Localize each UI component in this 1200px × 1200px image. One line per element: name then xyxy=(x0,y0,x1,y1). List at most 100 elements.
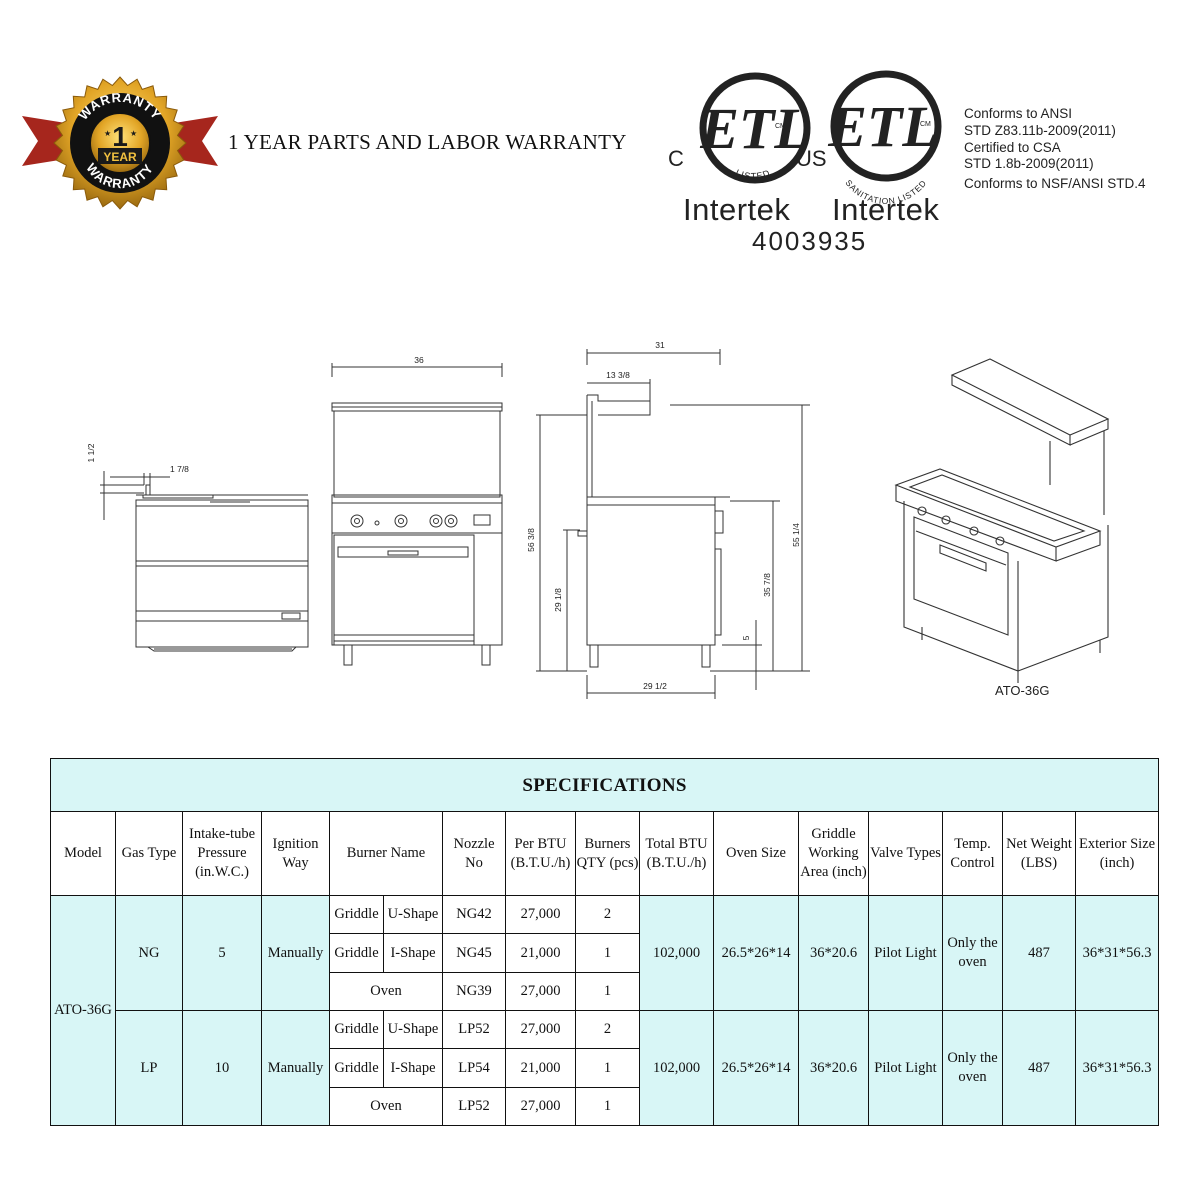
side-profile-drawing xyxy=(100,471,309,652)
star-icon: ★ xyxy=(130,129,137,138)
conformance-line: STD Z83.11b-2009(2011) xyxy=(964,122,1116,138)
cell-temp: Only the oven xyxy=(942,895,1003,1012)
cell-qty: 1 xyxy=(575,933,640,973)
cell-valve: Pilot Light xyxy=(868,1010,943,1126)
dim-shelf-depth: 13 3/8 xyxy=(606,370,630,380)
header-oven-size: Oven Size xyxy=(713,811,799,897)
cell-gas-type: LP xyxy=(115,1010,183,1126)
dim-side-top-offset: 1 7/8 xyxy=(170,464,189,474)
cell-per-btu: 21,000 xyxy=(505,933,576,973)
dim-overall-height: 56 3/8 xyxy=(526,528,536,552)
cell-total-btu: 102,000 xyxy=(639,895,714,1012)
cell-nozzle: LP52 xyxy=(442,1010,506,1050)
header-model: Model xyxy=(50,811,116,897)
header-pressure: Intake-tube Pressure (in.W.C.) xyxy=(182,811,262,897)
cell-burner-a: Griddle xyxy=(329,1010,384,1050)
cell-exterior: 36*31*56.3 xyxy=(1074,895,1160,1012)
cell-burner-b: U-Shape xyxy=(383,1010,443,1050)
front-view-drawing xyxy=(331,363,503,666)
svg-text:CM: CM xyxy=(775,123,786,130)
dim-depth-total: 31 xyxy=(655,340,665,350)
svg-text:ETL: ETL xyxy=(699,96,810,161)
header-valve: Valve Types xyxy=(868,811,943,897)
cell-ignition: Manually xyxy=(261,1010,330,1126)
header-total-btu: Total BTU (B.T.U./h) xyxy=(639,811,714,897)
dim-oven-height: 29 1/8 xyxy=(553,588,563,612)
cell-exterior: 36*31*56.3 xyxy=(1074,1010,1160,1126)
cell-per-btu: 21,000 xyxy=(505,1048,576,1088)
table-row: LP 10 Manually Griddle U-Shape LP52 27,0… xyxy=(51,1010,1160,1126)
cell-nozzle: NG42 xyxy=(442,895,506,935)
canada-mark: C xyxy=(668,146,684,171)
cell-burner-b: I-Shape xyxy=(383,933,443,973)
header-ignition: Ignition Way xyxy=(261,811,330,897)
cell-oven-size: 26.5*26*14 xyxy=(713,895,799,1012)
conformance-line: Conforms to ANSI xyxy=(964,106,1073,121)
cell-temp: Only the oven xyxy=(942,1010,1003,1126)
cell-burner: Oven xyxy=(329,1086,443,1127)
svg-text:LISTED: LISTED xyxy=(734,167,772,181)
table-header-row: Model Gas Type Intake-tube Pressure (in.… xyxy=(50,811,1160,897)
dim-body-depth: 29 1/2 xyxy=(643,681,667,691)
certification-control-number: 4003935 xyxy=(752,226,868,256)
cell-nozzle: LP54 xyxy=(442,1048,506,1088)
cell-burner-a: Griddle xyxy=(329,1048,384,1088)
cell-per-btu: 27,000 xyxy=(505,1086,576,1127)
table-row: Griddle I-Shape LP54 21,000 1 xyxy=(51,1048,1159,1088)
seal-number: 1 xyxy=(112,121,128,152)
header-burner-name: Burner Name xyxy=(329,811,443,897)
svg-text:CM: CM xyxy=(920,121,931,128)
dim-work-height: 35 7/8 xyxy=(762,573,772,597)
cell-griddle-area: 36*20.6 xyxy=(798,895,869,1012)
cell-griddle-area: 36*20.6 xyxy=(798,1010,869,1126)
cell-gas-type: NG xyxy=(115,895,183,1012)
cell-total-btu: 102,000 xyxy=(639,1010,714,1126)
conformance-line: Conforms to NSF/ANSI STD.4 xyxy=(964,176,1146,192)
dim-front-width: 36 xyxy=(414,355,424,365)
header-burners-qty: Burners QTY (pcs) xyxy=(575,811,640,897)
cell-qty: 2 xyxy=(575,895,640,935)
cell-burner-a: Griddle xyxy=(329,895,384,935)
warranty-seal-logo: WARRANTY WARRANTY 1 YEAR ★ ★ xyxy=(22,76,218,210)
cell-per-btu: 27,000 xyxy=(505,895,576,935)
etl-certification-marks: ETL CM LISTED C US ETL CM SANITATION LIS… xyxy=(668,70,942,206)
conformance-statements: Conforms to ANSI STD Z83.11b-2009(2011) … xyxy=(964,106,1146,193)
side-view-drawing xyxy=(536,349,810,699)
dim-leg-height: 5 xyxy=(741,635,751,640)
cell-qty: 1 xyxy=(575,971,640,1012)
cell-qty: 1 xyxy=(575,1086,640,1127)
cell-weight: 487 xyxy=(1002,1010,1076,1126)
cell-burner-b: U-Shape xyxy=(383,895,443,935)
cell-nozzle: NG45 xyxy=(442,933,506,973)
seal-unit: YEAR xyxy=(103,150,137,164)
table-title: SPECIFICATIONS xyxy=(49,757,1160,813)
cell-qty: 1 xyxy=(575,1048,640,1088)
cell-nozzle: LP52 xyxy=(442,1086,506,1127)
us-mark: US xyxy=(796,146,827,171)
cell-ignition: Manually xyxy=(261,895,330,1012)
dim-height-alt: 55 1/4 xyxy=(791,523,801,547)
header-per-btu: Per BTU (B.T.U./h) xyxy=(505,811,576,897)
cell-weight: 487 xyxy=(1002,895,1076,1012)
etl-listed-logo: ETL CM LISTED C US xyxy=(668,72,827,184)
cell-pressure: 10 xyxy=(182,1010,262,1126)
cell-model: ATO-36G xyxy=(50,895,116,1126)
cell-burner: Oven xyxy=(329,971,443,1012)
conformance-line: Certified to CSA xyxy=(964,139,1061,155)
conformance-line: STD 1.8b-2009(2011) xyxy=(964,156,1094,172)
cell-nozzle: NG39 xyxy=(442,971,506,1012)
header-temp: Temp. Control xyxy=(942,811,1003,897)
star-icon: ★ xyxy=(104,129,111,138)
cell-per-btu: 27,000 xyxy=(505,971,576,1012)
cell-pressure: 5 xyxy=(182,895,262,1012)
drawing-model-label: ATO-36G xyxy=(995,683,1050,698)
isometric-view-drawing xyxy=(894,358,1110,683)
cell-per-btu: 27,000 xyxy=(505,1010,576,1050)
table-row: Oven LP52 27,000 1 xyxy=(51,1086,1159,1127)
table-row: ATO-36G NG 5 Manually Griddle U-Shape NG… xyxy=(50,895,1160,1126)
cell-oven-size: 26.5*26*14 xyxy=(713,1010,799,1126)
intertek-brand-1: Intertek xyxy=(683,192,791,227)
header-exterior: Exterior Size (inch) xyxy=(1074,811,1160,897)
header-gas-type: Gas Type xyxy=(115,811,183,897)
header-weight: Net Weight (LBS) xyxy=(1002,811,1076,897)
